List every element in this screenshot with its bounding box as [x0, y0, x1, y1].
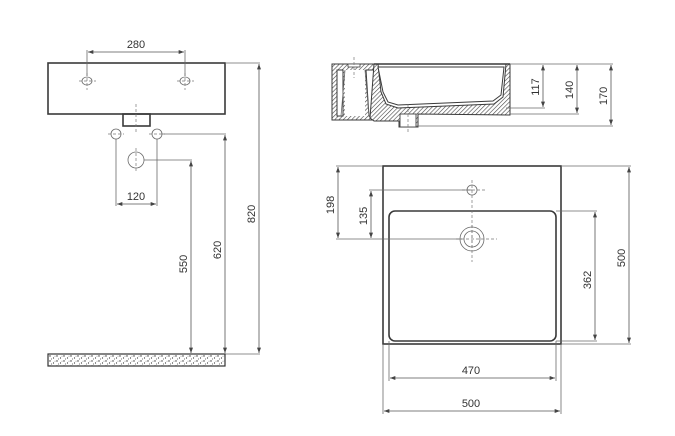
supply-left-icon [108, 128, 124, 140]
tap-hole-icon [462, 180, 486, 250]
front-view: 280 120 550 620 [47, 39, 261, 367]
dim-135: 135 [358, 207, 370, 225]
dim-117: 117 [530, 78, 542, 96]
tap-hole-left-icon [79, 73, 96, 90]
floor-slab [47, 353, 226, 367]
basin-front-outline [47, 62, 226, 115]
drain-icon [456, 225, 497, 262]
plan-view: 198 135 362 500 470 500 [325, 165, 631, 414]
tap-hole-right-icon [177, 73, 194, 90]
dim-362: 362 [582, 271, 594, 289]
dim-120: 120 [127, 191, 145, 203]
dim-170: 170 [598, 87, 610, 105]
basin-plan-outline [382, 165, 562, 345]
dim-140: 140 [564, 81, 576, 99]
dim-500-depth: 500 [616, 249, 628, 267]
side-section-view: 117 140 170 [331, 57, 613, 133]
drain-stub [122, 113, 151, 127]
dim-470: 470 [462, 365, 480, 377]
drain-outlet-icon [127, 148, 145, 172]
dim-550: 550 [178, 255, 190, 273]
dim-820: 820 [246, 205, 258, 223]
basin-bowl-outline [388, 210, 557, 342]
dim-280: 280 [127, 39, 145, 51]
dim-620: 620 [212, 241, 224, 259]
dim-500-width: 500 [462, 398, 480, 410]
dim-198: 198 [325, 196, 337, 214]
